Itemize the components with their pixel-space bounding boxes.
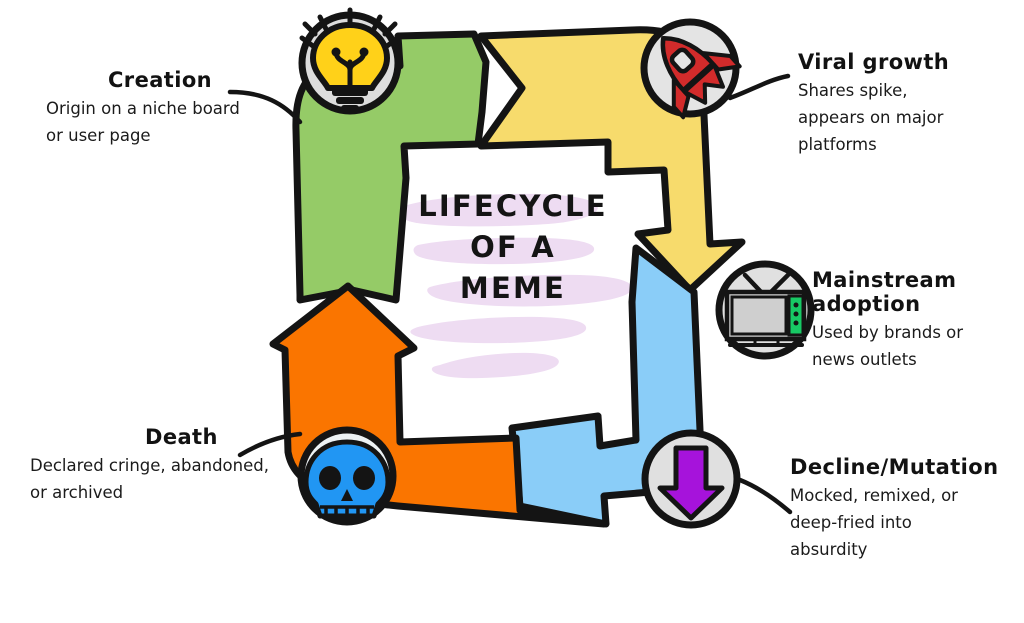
stage-desc-decline-mutation: Mocked, remixed, or deep-fried into absu… <box>790 483 1020 563</box>
television-icon <box>715 260 815 360</box>
stage-label-decline-mutation: Decline/Mutation Mocked, remixed, or dee… <box>790 455 1020 563</box>
down-arrow-icon <box>641 429 741 529</box>
stage-label-death: Death Declared cringe, abandoned, or arc… <box>30 425 280 507</box>
stage-title-death: Death <box>145 425 218 449</box>
stage-title-mainstream-adoption: Mainstream adoption <box>812 268 957 317</box>
stage-desc-line: Declared cringe, abandoned, <box>30 456 269 476</box>
stage-desc-line: Origin on a niche board <box>46 99 240 119</box>
title-line-1: LIFECYCLE <box>418 189 608 223</box>
stage-desc-line: absurdity <box>790 539 868 559</box>
skull-icon <box>297 426 397 526</box>
connector-viral <box>727 73 791 101</box>
stage-desc-death: Declared cringe, abandoned, or archived <box>30 453 280 506</box>
stage-desc-mainstream-adoption: Used by brands or news outlets <box>812 320 1022 373</box>
rocket-icon <box>640 18 742 120</box>
title-line-2: OF A <box>470 230 556 265</box>
stage-desc-line: Shares spike, <box>798 81 908 101</box>
stage-desc-viral-growth: Shares spike, appears on major platforms <box>798 78 1018 158</box>
stage-desc-creation: Origin on a niche board or user page <box>46 96 261 149</box>
stage-desc-line: platforms <box>798 134 877 154</box>
page-title: LIFECYCLE OF A MEME <box>404 186 622 310</box>
connector-creation <box>227 89 303 125</box>
stage-desc-line: news outlets <box>812 350 917 369</box>
stage-desc-line: or archived <box>30 482 124 502</box>
connector-death <box>237 431 303 458</box>
connector-decline <box>737 477 793 515</box>
highlighter-strokes <box>399 193 633 379</box>
stage-title-creation: Creation <box>108 68 212 92</box>
lightbulb-icon <box>298 7 402 115</box>
stage-label-mainstream-adoption: Mainstream adoption Used by brands or ne… <box>812 268 1022 374</box>
stage-desc-line: or user page <box>46 125 151 145</box>
stage-desc-line: Used by brands or <box>812 323 964 343</box>
stage-title-decline-mutation: Decline/Mutation <box>790 455 999 479</box>
title-line-3: MEME <box>459 271 567 306</box>
stage-title-viral-growth: Viral growth <box>798 50 950 74</box>
stage-label-viral-growth: Viral growth Shares spike, appears on ma… <box>798 50 1018 158</box>
stage-desc-line: deep-fried into <box>790 512 912 532</box>
stage-desc-line: Mocked, remixed, or <box>790 486 958 506</box>
stage-desc-line: appears on major <box>798 107 944 127</box>
stage-label-creation: Creation Origin on a niche board or user… <box>46 68 261 150</box>
